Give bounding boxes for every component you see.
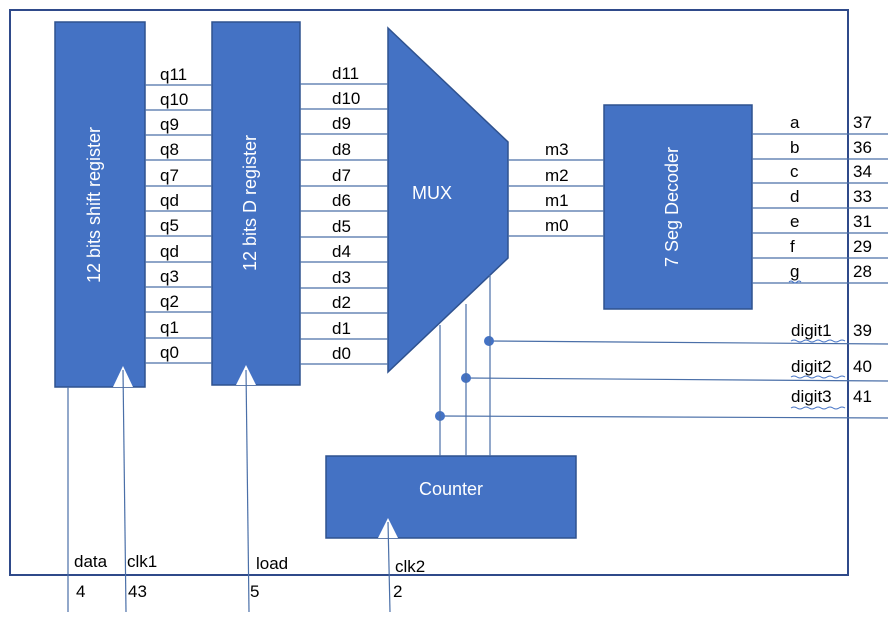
d-input-label: d1 bbox=[332, 319, 351, 338]
shift-output-label: q8 bbox=[160, 140, 179, 159]
d-input-label: d6 bbox=[332, 191, 351, 210]
d-input-label: d11 bbox=[332, 64, 359, 83]
shift-output-wires: q11 q10 q9 q8 q7 qd q5 qd q3 q2 q1 q0 bbox=[145, 65, 212, 364]
d-input-label: d10 bbox=[332, 89, 360, 108]
d-register-block bbox=[211, 21, 301, 386]
d-input-wires: d11 d10 d9 d8 d7 d6 d5 d4 d3 d2 d1 d0 bbox=[300, 64, 388, 365]
segment-pin: 37 bbox=[853, 113, 872, 132]
d-input-label: d7 bbox=[332, 166, 351, 185]
digit1-junction bbox=[484, 336, 494, 346]
mux-output-label: m0 bbox=[545, 216, 569, 235]
d-input-label: d9 bbox=[332, 114, 351, 133]
clk1-input-wire bbox=[122, 369, 127, 613]
segment-label: b bbox=[790, 138, 799, 157]
mux-output-label: m3 bbox=[545, 140, 569, 159]
digit2-wire bbox=[465, 377, 889, 382]
counter-title: Counter bbox=[419, 479, 483, 499]
shift-output-label: q7 bbox=[160, 166, 179, 185]
segment-g-spell-underline bbox=[788, 280, 802, 284]
clk2-pin: 2 bbox=[393, 582, 402, 601]
d-input-label: d3 bbox=[332, 268, 351, 287]
load-pin: 5 bbox=[250, 582, 259, 601]
d-register-title: 12 bits D register bbox=[240, 135, 260, 271]
d-input-label: d2 bbox=[332, 293, 351, 312]
shift-output-label: q1 bbox=[160, 318, 179, 337]
shift-register-title: 12 bits shift register bbox=[84, 127, 104, 283]
decoder-title: 7 Seg Decoder bbox=[662, 147, 682, 267]
segment-label: c bbox=[790, 162, 799, 181]
data-label: data bbox=[74, 552, 108, 571]
segment-label: f bbox=[790, 237, 795, 256]
load-input-wire bbox=[245, 369, 250, 613]
counter-block bbox=[325, 455, 577, 539]
mux-output-wires: m3 m2 m1 m0 bbox=[508, 140, 604, 237]
load-label: load bbox=[256, 554, 288, 573]
segment-label: g bbox=[790, 262, 799, 281]
clk1-pin: 43 bbox=[128, 582, 147, 601]
outer-frame bbox=[9, 9, 849, 576]
digit3-pin: 41 bbox=[853, 387, 872, 406]
shift-output-label: qd bbox=[160, 191, 179, 210]
segment-output-wires: a 37 b 36 c 34 d 33 e 31 f 29 g 28 bbox=[752, 113, 888, 284]
segment-pin: 31 bbox=[853, 212, 872, 231]
shift-output-label: q2 bbox=[160, 292, 179, 311]
d-input-label: d8 bbox=[332, 140, 351, 159]
digit1-wire bbox=[488, 340, 889, 345]
digit2-pin: 40 bbox=[853, 357, 872, 376]
digit1-pin: 39 bbox=[853, 321, 872, 340]
digit3-spell-underline bbox=[790, 406, 846, 410]
clk2-input-wire bbox=[387, 521, 391, 613]
shift-register-block bbox=[54, 21, 146, 388]
shift-output-label: q3 bbox=[160, 267, 179, 286]
mux-output-label: m2 bbox=[545, 166, 569, 185]
decoder-block bbox=[603, 104, 753, 310]
clk2-label: clk2 bbox=[395, 557, 425, 576]
segment-label: a bbox=[790, 113, 800, 132]
digit3-wire bbox=[439, 415, 889, 419]
shift-output-label: q5 bbox=[160, 216, 179, 235]
digit1-spell-underline bbox=[790, 339, 846, 343]
clk1-label: clk1 bbox=[127, 552, 157, 571]
shift-output-label: qd bbox=[160, 242, 179, 261]
d-input-label: d0 bbox=[332, 344, 351, 363]
data-pin: 4 bbox=[76, 582, 85, 601]
digit3-label: digit3 bbox=[791, 387, 832, 406]
d-input-label: d5 bbox=[332, 217, 351, 236]
segment-pin: 33 bbox=[853, 187, 872, 206]
segment-pin: 29 bbox=[853, 237, 872, 256]
segment-pin: 36 bbox=[853, 138, 872, 157]
segment-pin: 28 bbox=[853, 262, 872, 281]
digit1-label: digit1 bbox=[791, 321, 832, 340]
segment-label: e bbox=[790, 212, 799, 231]
shift-output-label: q0 bbox=[160, 343, 179, 362]
segment-pin: 34 bbox=[853, 162, 872, 181]
mux-title: MUX bbox=[412, 183, 452, 203]
shift-output-label: q10 bbox=[160, 90, 188, 109]
mux-output-label: m1 bbox=[545, 191, 569, 210]
shift-output-label: q9 bbox=[160, 115, 179, 134]
segment-label: d bbox=[790, 187, 799, 206]
d-input-label: d4 bbox=[332, 242, 351, 261]
digit2-label: digit2 bbox=[791, 357, 832, 376]
digit2-spell-underline bbox=[790, 375, 846, 379]
mux-block bbox=[387, 26, 509, 374]
shift-output-label: q11 bbox=[160, 65, 187, 84]
